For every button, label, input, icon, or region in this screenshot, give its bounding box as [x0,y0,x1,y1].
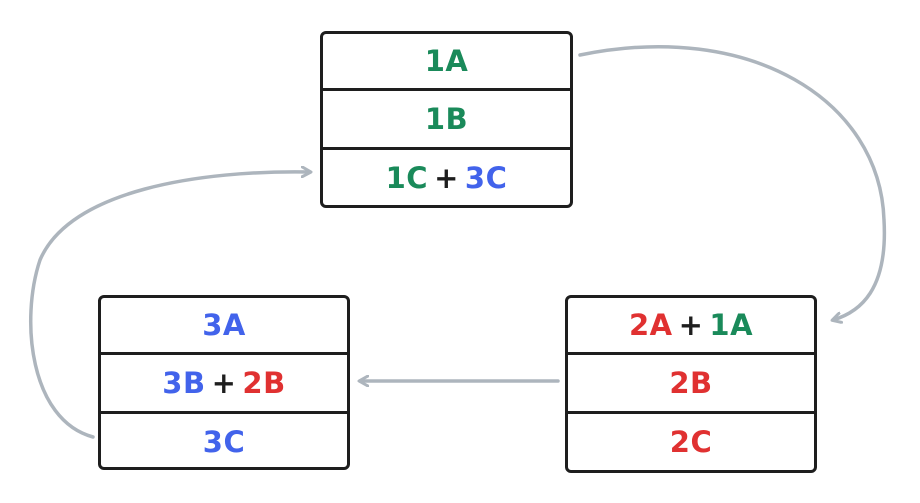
box1-row-3: 1C + 3C [323,147,570,205]
cell-label: 1B [424,102,469,136]
box3-row-2: 3B + 2B [101,352,347,411]
box1-row-1: 1A [323,34,570,88]
box1-row-2: 1B [323,88,570,147]
cell-label-right: 3C [464,161,508,195]
box2-row-3: 2C [568,411,814,470]
cell-label-left: 2A [628,308,673,342]
cell-label-left: 3B [162,366,206,400]
plus-sign: + [211,366,237,400]
cell-label: 2C [669,425,713,459]
cell-label-left: 1C [385,161,429,195]
arrow-box3-to-box1 [28,172,310,439]
box3-row-3: 3C [101,411,347,467]
box-1: 1A 1B 1C + 3C [320,31,573,208]
box-3: 3A 3B + 2B 3C [98,295,350,470]
arrow-box1-to-box2 [578,45,887,320]
cell-label-right: 2B [242,366,286,400]
cell-label: 1A [424,44,469,78]
cell-label-right: 1A [709,308,754,342]
plus-sign: + [434,161,459,195]
box3-row-1: 3A [101,298,347,352]
plus-sign: + [678,308,704,342]
box-2: 2A + 1A 2B 2C [565,295,817,473]
cell-label: 3C [202,425,246,459]
cell-label: 3A [202,308,246,342]
box2-row-2: 2B [568,352,814,411]
cell-label: 2B [669,366,713,400]
box2-row-1: 2A + 1A [568,298,814,352]
